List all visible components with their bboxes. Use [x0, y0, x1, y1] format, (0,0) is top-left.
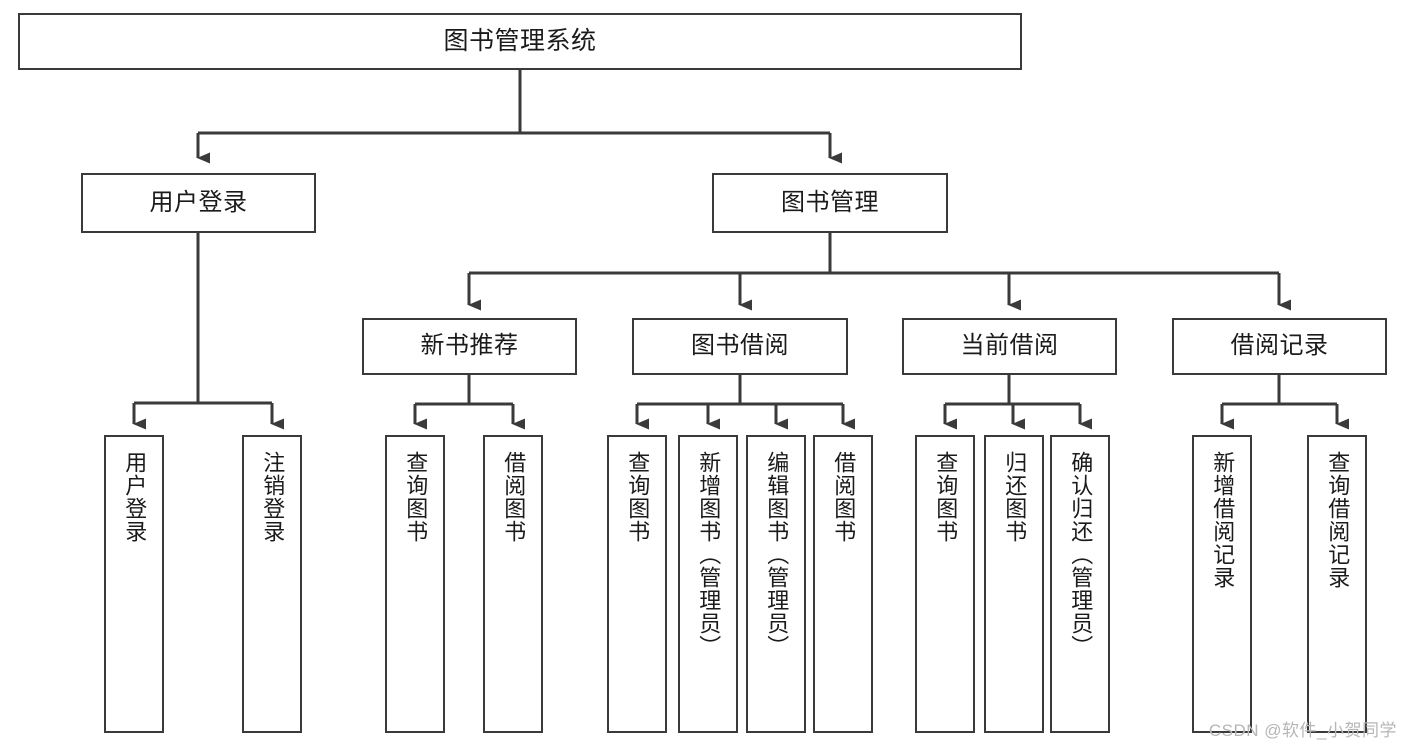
- leaf-borrow-book-recommend[interactable]: 借阅图书: [483, 435, 543, 733]
- node-borrow-record[interactable]: 借阅记录: [1172, 318, 1387, 375]
- node-current-borrow[interactable]: 当前借阅: [902, 318, 1117, 375]
- node-label: 确认归还（管理员）: [1068, 451, 1094, 658]
- node-book-management[interactable]: 图书管理: [712, 173, 948, 233]
- node-new-book-recommend[interactable]: 新书推荐: [362, 318, 577, 375]
- csdn-watermark: CSDN @软件_小贺同学: [1208, 721, 1397, 740]
- node-book-borrow[interactable]: 图书借阅: [632, 318, 848, 375]
- node-label: 编辑图书（管理员）: [764, 451, 790, 658]
- node-label: 图书借阅: [691, 332, 789, 360]
- node-user-login[interactable]: 用户登录: [81, 173, 316, 233]
- leaf-borrow-book[interactable]: 借阅图书: [813, 435, 873, 733]
- node-root-system[interactable]: 图书管理系统: [18, 13, 1022, 70]
- leaf-add-book-admin[interactable]: 新增图书（管理员）: [678, 435, 738, 733]
- leaf-return-book[interactable]: 归还图书: [984, 435, 1044, 733]
- node-label: 借阅图书: [501, 451, 527, 543]
- leaf-query-borrow-record[interactable]: 查询借阅记录: [1307, 435, 1367, 733]
- leaf-query-book-current[interactable]: 查询图书: [915, 435, 975, 733]
- node-label: 图书管理: [781, 188, 879, 216]
- node-label: 用户登录: [122, 451, 148, 543]
- node-label: 查询图书: [403, 451, 429, 543]
- node-label: 新书推荐: [420, 332, 519, 360]
- node-label: 当前借阅: [960, 332, 1059, 360]
- leaf-logout[interactable]: 注销登录: [242, 435, 302, 733]
- leaf-add-borrow-record[interactable]: 新增借阅记录: [1192, 435, 1252, 733]
- leaf-user-login[interactable]: 用户登录: [104, 435, 164, 733]
- node-label: 新增借阅记录: [1210, 451, 1236, 589]
- leaf-edit-book-admin[interactable]: 编辑图书（管理员）: [746, 435, 806, 733]
- leaf-query-book-borrow[interactable]: 查询图书: [607, 435, 667, 733]
- node-label: 查询图书: [625, 451, 651, 543]
- node-label: 新增图书（管理员）: [696, 451, 722, 658]
- leaf-query-book-recommend[interactable]: 查询图书: [385, 435, 445, 733]
- node-label: 查询借阅记录: [1325, 451, 1351, 589]
- node-label: 借阅记录: [1230, 332, 1329, 360]
- node-label: 归还图书: [1002, 451, 1028, 543]
- node-label: 注销登录: [260, 451, 286, 543]
- leaf-confirm-return-admin[interactable]: 确认归还（管理员）: [1050, 435, 1110, 733]
- node-label: 图书管理系统: [443, 26, 597, 55]
- node-label: 用户登录: [149, 188, 248, 216]
- node-label: 查询图书: [933, 451, 959, 543]
- node-label: 借阅图书: [831, 451, 857, 543]
